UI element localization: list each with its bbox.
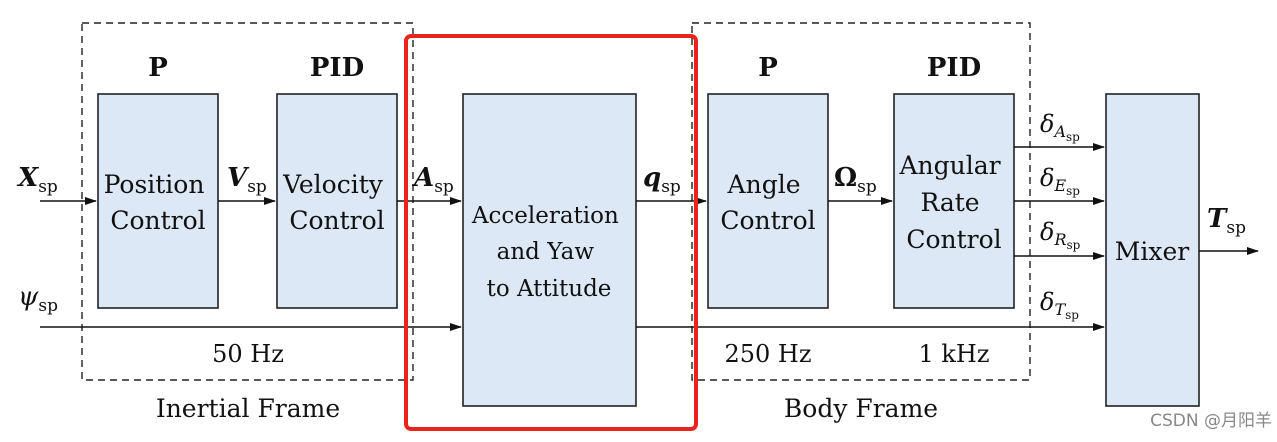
highlight-box	[404, 34, 698, 431]
delta-e-label: δEsp	[1040, 164, 1080, 198]
inertial-frame-label: Inertial Frame	[156, 394, 340, 423]
position-control-block	[97, 93, 219, 309]
psi-sp-label: ψsp	[18, 282, 58, 316]
velocity-control-label: Velocity Control	[282, 170, 391, 235]
q-sp-label: qsp	[643, 163, 681, 197]
omega-sp-label: Ωsp	[834, 163, 877, 197]
accel-yaw-attitude-block	[462, 93, 637, 407]
angular-rate-control-block	[893, 93, 1015, 309]
x-sp-label: Xsp	[16, 163, 58, 197]
t-sp-label: Tsp	[1207, 204, 1246, 238]
delta-t-label: δTsp	[1040, 288, 1079, 322]
angle-control-block	[707, 93, 829, 309]
velocity-control-block	[276, 93, 398, 309]
delta-r-label: δRsp	[1040, 218, 1081, 252]
rate-250hz: 250 Hz	[724, 340, 811, 368]
header-pid-velocity: PID	[310, 53, 364, 83]
angle-control-label: Angle Control	[720, 170, 815, 235]
header-p-angle: P	[758, 53, 778, 83]
position-control-label: Position Control	[104, 170, 213, 235]
angular-rate-control-label: Angular Rate Control	[898, 151, 1008, 254]
rate-50hz: 50 Hz	[212, 340, 284, 368]
header-p-position: P	[148, 53, 168, 83]
mixer-label: Mixer	[1115, 237, 1189, 266]
mixer-block	[1105, 93, 1200, 407]
a-sp-label: Asp	[411, 163, 454, 197]
watermark: CSDN @月阳羊	[1150, 411, 1272, 431]
delta-a-label: δAsp	[1040, 110, 1080, 144]
header-pid-rate: PID	[927, 53, 981, 83]
rate-1khz: 1 kHz	[918, 340, 989, 368]
v-sp-label: Vsp	[227, 163, 267, 197]
accel-yaw-attitude-label: Acceleration and Yaw to Attitude	[471, 203, 626, 302]
body-frame-label: Body Frame	[784, 394, 938, 423]
